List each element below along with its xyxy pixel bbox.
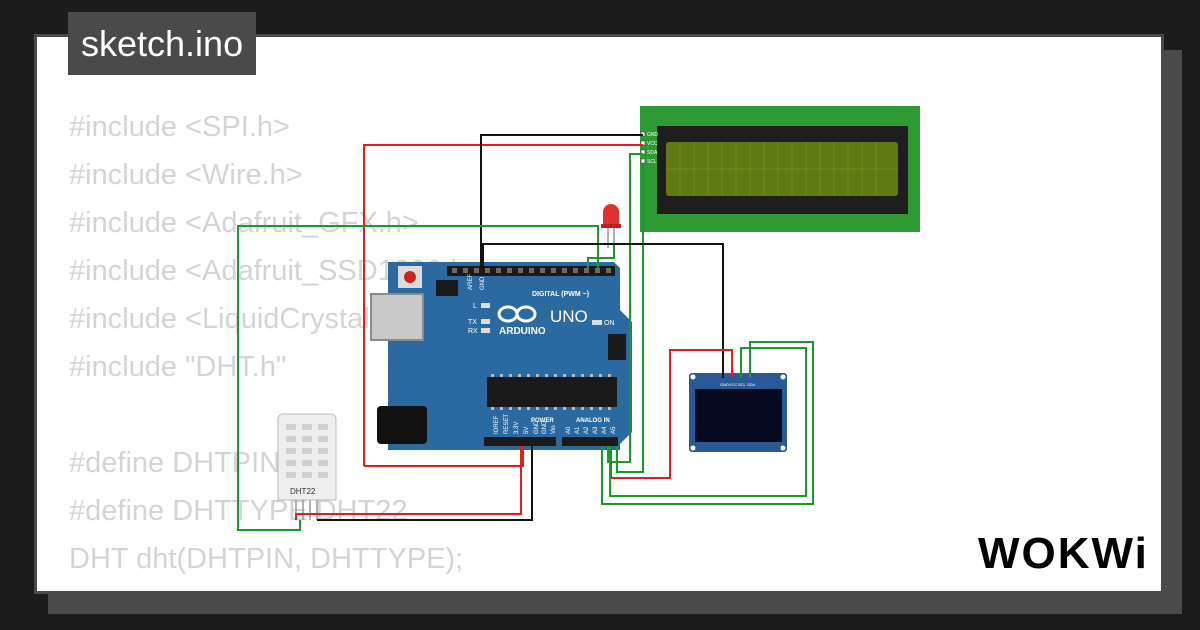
wire-green-led[interactable] [587,244,615,268]
lcd-pin-gnd: GND [647,132,659,138]
arduino-brand: ARDUINO [499,326,546,337]
code-line: #include <Adafruit_GFX.h> [69,207,419,239]
dht22-sensor[interactable]: DHT22 [277,413,337,520]
pin-gnd-label: GND [480,276,486,290]
digital-pwm-label: DIGITAL (PWM ~) [532,291,589,298]
wire-red-lcd-vcc[interactable] [363,144,643,466]
pin-5v-label: 5V [524,427,530,434]
pin-3v3-label: 3.3V [514,422,520,434]
code-line: #include "DHT.h" [69,351,287,383]
oled-pin-sda: SDA [747,382,756,387]
pin-a1-label: A1 [575,426,581,434]
pin-a3-label: A3 [593,426,599,434]
code-line: DHT dht(DHTPIN, DHTTYPE); [69,543,464,575]
wire-green-dht-data[interactable] [237,225,599,531]
arduino-logo-icon [497,305,537,323]
wire-green-oled-sda[interactable] [601,341,814,505]
analog-header [562,437,618,446]
wire-red-dht-vcc[interactable] [295,446,522,520]
power-label: POWER [531,418,554,424]
wire-green-lcd-scl[interactable] [616,163,644,473]
pin-a2-label: A2 [584,426,590,434]
pin-gnd2-label: GND [542,420,548,434]
oled-pin-gnd: GND [720,382,729,387]
arduino-model: UNO [550,307,588,326]
code-line: #include <SPI.h> [69,111,290,143]
led-tx-label: TX [468,319,477,326]
wire-black-dht-gnd[interactable] [317,446,533,521]
lcd-pin-scl: SCL [647,159,657,165]
led-l-label: L [473,303,477,310]
red-led[interactable] [601,204,621,248]
pin-gnd1-label: GND [534,420,540,434]
wire-black-oled-gnd[interactable] [482,243,724,378]
wire-black-lcd-gnd[interactable] [480,134,643,268]
dht22-label: DHT22 [290,487,316,496]
oled-pin-vcc: VCC [729,382,738,387]
wire-green-oled-scl[interactable] [609,347,807,497]
wires [237,134,814,531]
usb-port [370,293,424,341]
oled-display[interactable]: GND VCC SCL SDA [689,373,787,452]
code-background: #include <SPI.h> #include <Wire.h> #includ… [69,103,483,583]
wokwi-logo-icon: WOKWi [978,529,1149,578]
lcd-pin-sda: SDA [647,150,658,156]
reset-button[interactable] [404,271,416,283]
atmega-chip [487,377,617,407]
led-rx-label: RX [468,328,478,335]
power-jack [377,406,427,444]
pin-vin-label: Vin [551,425,557,434]
pin-a5-label: A5 [611,426,617,434]
pin-a4-label: A4 [602,426,608,434]
lcd-pin-vcc: VCC [647,141,658,147]
code-line: #include <Wire.h> [69,159,303,191]
power-header [484,437,556,446]
pin-aref-label: AREF [468,274,474,290]
analog-in-label: ANALOG IN [576,418,610,424]
lcd-module[interactable]: GND VCC SDA SCL [640,106,920,232]
wokwi-logo-text: WOKWi [978,529,1149,578]
wire-red-5v-dht[interactable] [364,446,524,467]
arduino-uno-board[interactable]: AREF GND DIGITAL (PWM ~) ARDUINO UNO ON … [370,262,632,450]
on-led-label: ON [604,320,615,327]
file-tab[interactable]: sketch.ino [68,12,257,75]
oled-pin-scl: SCL [738,382,747,387]
pin-reset-label: RESET [504,414,510,434]
wire-green-lcd-sda[interactable] [607,153,643,463]
pin-a0-label: A0 [566,426,572,434]
pin-ioref-label: IOREF [494,415,500,434]
